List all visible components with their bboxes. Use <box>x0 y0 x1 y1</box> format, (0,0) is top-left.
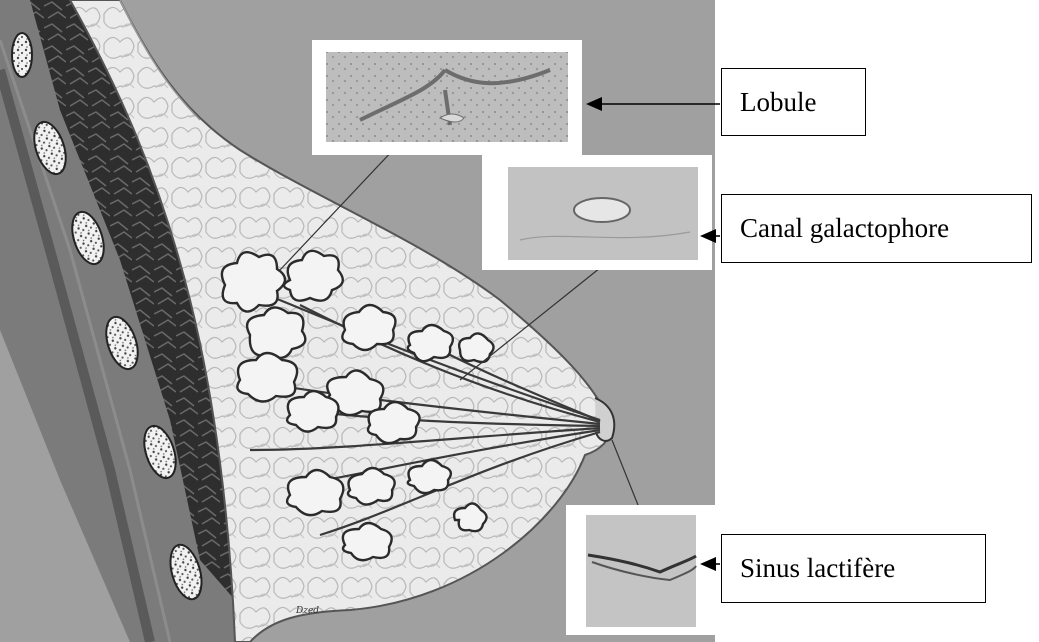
artist-signature: Dzed <box>295 606 319 616</box>
lobule-microscopy-inset <box>312 40 582 155</box>
sinus-microscopy-inset <box>566 505 716 635</box>
sinus-lactifere-label: Sinus lactifère <box>721 534 986 603</box>
canal-microscopy-inset <box>482 155 712 270</box>
lobule-label: Lobule <box>721 68 866 136</box>
canal-galactophore-label: Canal galactophore <box>721 194 1032 263</box>
